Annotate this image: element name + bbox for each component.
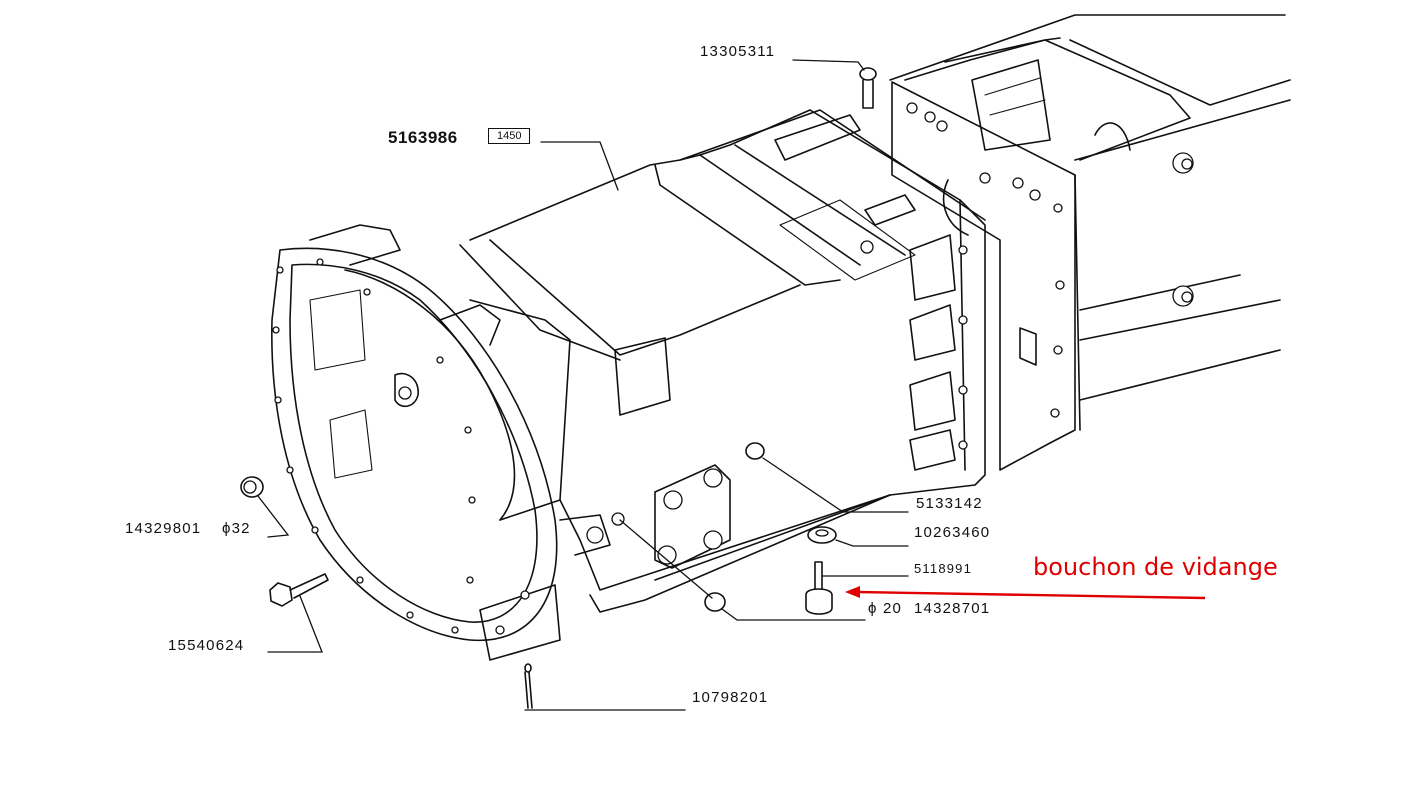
rear-casing: [889, 14, 1291, 471]
part-number-bolt-top: 13305311: [700, 43, 776, 60]
reference-box: 1450: [488, 128, 531, 144]
part-number-housing: 5163986: [388, 128, 458, 147]
clutch-housing: [271, 109, 986, 661]
part-number-hex-bolt: 15540624: [168, 637, 245, 654]
leader-lines: [257, 59, 909, 711]
drain-plug-arrow: [845, 586, 1206, 600]
drain-plug-annotation: bouchon de vidange: [1033, 553, 1278, 581]
part-number-cotter-pin: 10798201: [692, 689, 769, 706]
part-number-drain-plug: 5118991: [914, 561, 973, 576]
part-number-washer: 10263460: [914, 524, 991, 541]
size-sleeve-32: ϕ32: [222, 520, 251, 537]
part-number-dowel: 5133142: [916, 495, 983, 512]
part-number-sleeve-32: 14329801: [125, 520, 202, 537]
size-sleeve-20: ϕ 20: [868, 600, 903, 617]
small-parts: [240, 67, 877, 709]
part-number-sleeve-20: 14328701: [914, 600, 991, 617]
